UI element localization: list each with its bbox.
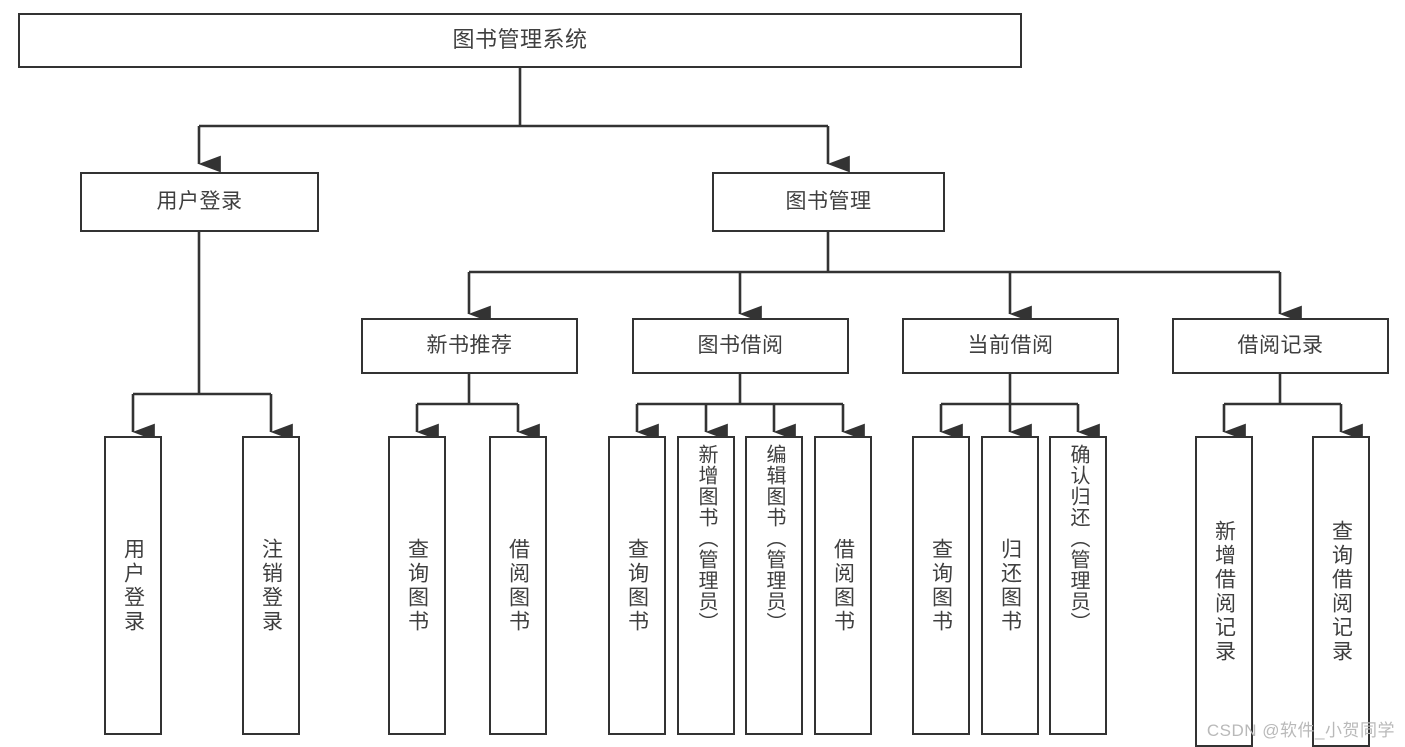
- node-label: 当前借阅: [967, 334, 1054, 358]
- node-label: 借阅图书: [831, 537, 855, 634]
- node-current-borrow[interactable]: 当前借阅: [902, 318, 1119, 374]
- csdn-watermark: CSDN @软件_小贺同学: [1206, 721, 1395, 740]
- leaf-bookborrow-query-book[interactable]: 查询图书: [608, 436, 666, 735]
- leaf-currentborrow-confirm-return-admin[interactable]: 确认归还（管理员）: [1049, 436, 1107, 735]
- leaf-bookborrow-add-book-admin[interactable]: 新增图书（管理员）: [677, 436, 735, 735]
- leaf-borrowrecord-query-record[interactable]: 查询借阅记录: [1312, 436, 1370, 747]
- node-label: 确认归还（管理员）: [1067, 444, 1089, 633]
- leaf-bookborrow-borrow-book[interactable]: 借阅图书: [814, 436, 872, 735]
- leaf-logout[interactable]: 注销登录: [242, 436, 300, 735]
- node-book-borrow[interactable]: 图书借阅: [632, 318, 849, 374]
- leaf-bookborrow-edit-book-admin[interactable]: 编辑图书（管理员）: [745, 436, 803, 735]
- node-borrow-record[interactable]: 借阅记录: [1172, 318, 1389, 374]
- leaf-newbook-query-book[interactable]: 查询图书: [388, 436, 446, 735]
- node-label: 用户登录: [121, 537, 145, 634]
- node-label: 借阅记录: [1237, 334, 1324, 358]
- node-label: 查询图书: [929, 537, 953, 634]
- node-label: 查询图书: [405, 537, 429, 634]
- leaf-user-login[interactable]: 用户登录: [104, 436, 162, 735]
- node-label: 图书借阅: [697, 334, 784, 358]
- node-label: 注销登录: [259, 537, 283, 634]
- node-label: 新增图书（管理员）: [695, 444, 717, 633]
- node-label: 归还图书: [998, 537, 1022, 634]
- node-label: 用户登录: [156, 190, 243, 214]
- node-label: 新书推荐: [426, 334, 513, 358]
- leaf-newbook-borrow-book[interactable]: 借阅图书: [489, 436, 547, 735]
- node-label: 新增借阅记录: [1212, 519, 1236, 664]
- leaf-currentborrow-query-book[interactable]: 查询图书: [912, 436, 970, 735]
- node-user-login[interactable]: 用户登录: [80, 172, 319, 232]
- node-label: 查询图书: [625, 537, 649, 634]
- node-label: 图书管理系统: [452, 27, 588, 53]
- leaf-borrowrecord-add-record[interactable]: 新增借阅记录: [1195, 436, 1253, 747]
- node-label: 借阅图书: [506, 537, 530, 634]
- leaf-currentborrow-return-book[interactable]: 归还图书: [981, 436, 1039, 735]
- node-root-system[interactable]: 图书管理系统: [18, 13, 1022, 68]
- node-label: 查询借阅记录: [1329, 519, 1353, 664]
- node-new-book-recommend[interactable]: 新书推荐: [361, 318, 578, 374]
- node-label: 图书管理: [785, 190, 872, 214]
- node-label: 编辑图书（管理员）: [763, 444, 785, 633]
- node-book-management[interactable]: 图书管理: [712, 172, 945, 232]
